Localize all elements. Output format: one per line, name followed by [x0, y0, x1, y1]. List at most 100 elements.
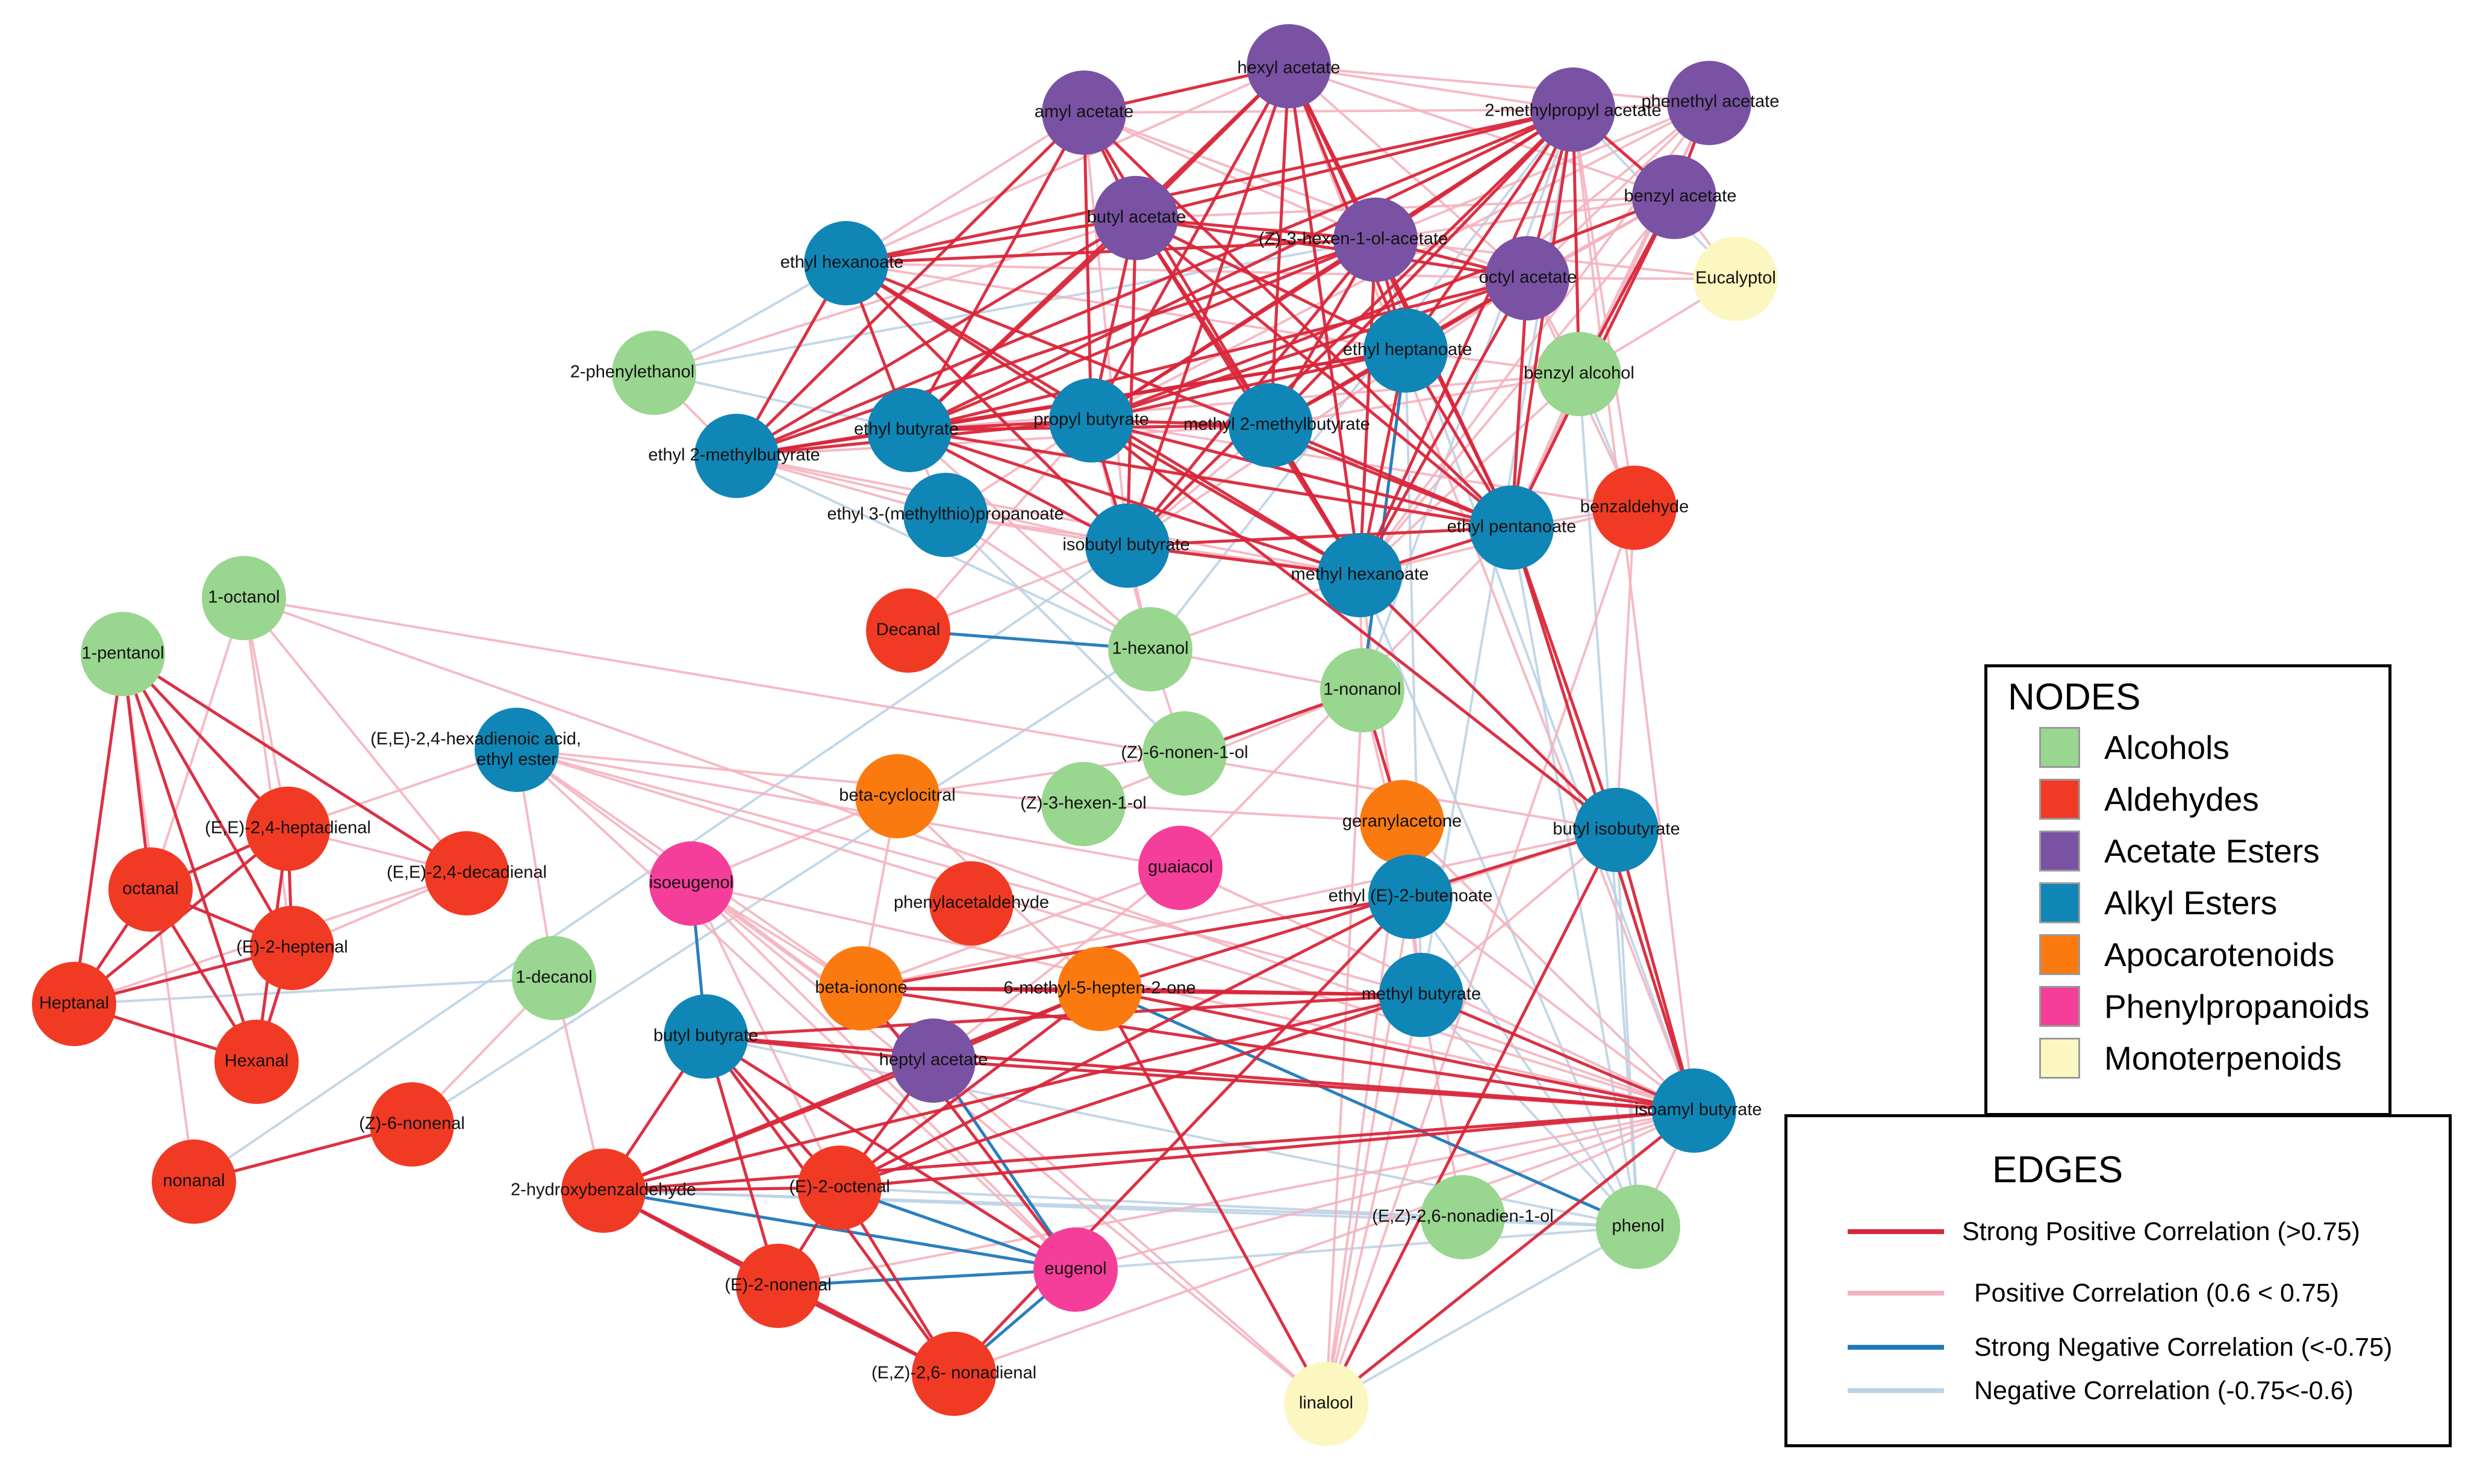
node-guaiacol: guaiacol: [1138, 826, 1223, 910]
node-1-decanol: 1-decanol: [512, 936, 596, 1020]
node-nonanal: nonanal: [152, 1140, 236, 1224]
edge-e2-nonenal--eugenol: [777, 1268, 1076, 1288]
node-label-eugenol: eugenol: [1044, 1259, 1106, 1279]
node-circle-methyl-butyrate: [1379, 953, 1463, 1037]
edge-2-methylpropyl-acetate--ethyl-hexanoate: [846, 108, 1574, 265]
edge-butyl-isobutyrate--methyl-hexanoate: [1359, 574, 1618, 831]
node-methyl-2-methylbutyrate: methyl 2-methylbutyrate: [1183, 383, 1370, 467]
node-ethyl-2-methylbutyrate: ethyl 2-methylbutyrate: [648, 414, 820, 498]
node-circle-e2-heptenal: [250, 906, 334, 990]
node-label-methyl-2-methylbutyrate: methyl 2-methylbutyrate: [1183, 415, 1369, 434]
node-2-phenylethanol: 2-phenylethanol: [570, 331, 696, 415]
edge-linalool--benzaldehyde: [1325, 507, 1636, 1404]
edge-z3-hexen-1-ol-acetate--phenethyl-acetate: [1375, 102, 1710, 241]
node-label-ethyl-butyrate: ethyl butyrate: [854, 420, 959, 439]
edge-ee-24-hexadienoic-acid-ethyl-ester--guaiacol: [516, 749, 1181, 869]
legend-swatch-alkyl: [2039, 882, 2080, 923]
edge-z3-hexen-1-ol--geranylacetone: [1083, 803, 1403, 823]
legend-edge-sample-strong_pos: [1848, 1229, 1944, 1234]
node-label-1-hexanol: 1-hexanol: [1112, 639, 1188, 658]
edge-ethyl-2-methylbutyrate--methyl-hexanoate: [736, 455, 1360, 576]
edge-propyl-butyrate--octyl-acetate: [1091, 276, 1528, 422]
legend-swatch-monoterpenoid: [2039, 1038, 2080, 1079]
legend-swatch-apocarotenoid: [2039, 934, 2080, 975]
edges-legend-title: EDGES: [1992, 1149, 2123, 1191]
edge-ez-26-nonadienal--ethyl-e2-butenoate: [953, 896, 1412, 1375]
node-hexanal: Hexanal: [214, 1020, 299, 1104]
node-e2-octenal: (E)-2-octenal: [789, 1146, 890, 1230]
edge-e2-octenal--ethyl-e2-butenoate: [838, 895, 1412, 1189]
node-label-ee-24-decadienal: (E,E)-2,4-decadienal: [387, 863, 547, 882]
node-label-2-methylpropyl-acetate: 2-methylpropyl acetate: [1485, 101, 1661, 120]
edge-isobutyl-butyrate--octyl-acetate: [1126, 277, 1528, 547]
node-label-ethyl-2-methylbutyrate: ethyl 2-methylbutyrate: [648, 446, 820, 465]
node-circle-ethyl-e2-butenoate: [1368, 855, 1453, 939]
edge-propyl-butyrate--amyl-acetate: [1082, 112, 1093, 421]
node-ethyl-butyrate: ethyl butyrate: [854, 388, 959, 472]
node-ethyl-e2-butenoate: ethyl (E)-2-butenoate: [1329, 855, 1492, 939]
node-circle-benzyl-alcohol: [1537, 332, 1621, 416]
edge-butyl-butyrate--methyl-butyrate: [705, 993, 1422, 1038]
node-circle-ethyl-butyrate: [867, 388, 952, 472]
node-heptyl-acetate: heptyl acetate: [879, 1018, 988, 1103]
edge-1-hexanol--ethyl-butyrate: [908, 429, 1151, 650]
node-label-ethyl-heptanoate: ethyl heptanoate: [1343, 340, 1472, 360]
node-circle-1-pentanol: [81, 612, 165, 696]
node-circle-z6-nonen-1-ol: [1142, 711, 1227, 796]
node-butyl-acetate: butyl acetate: [1087, 176, 1186, 260]
edge-butyl-isobutyrate--ethyl-pentanoate: [1510, 527, 1618, 831]
legend-edge-label: Strong Negative Correlation (<-0.75): [1974, 1332, 2393, 1362]
node-ez-26-nonadien-1-ol: (E,Z)-2,6-nonadien-1-ol: [1372, 1175, 1554, 1259]
edge-butyl-butyrate--eugenol: [705, 1035, 1077, 1271]
node-ee-24-decadienal: (E,E)-2,4-decadienal: [387, 831, 547, 915]
node-circle-eucalyptol: [1693, 237, 1778, 321]
node-label-1-nonanol: 1-nonanol: [1324, 680, 1401, 699]
node-label-butyl-acetate: butyl acetate: [1087, 208, 1186, 227]
edge-e2-octenal--methyl-butyrate: [839, 993, 1422, 1189]
edge-1-octanol--ee-24-decadienal: [243, 597, 468, 874]
node-circle-ethyl-heptanoate: [1363, 308, 1448, 393]
node-circle-2-phenylethanol: [612, 331, 696, 415]
legend-node-label: Monoterpenoids: [2104, 1040, 2342, 1077]
node-circle-methyl-2-methylbutyrate: [1229, 383, 1313, 467]
legend-edge-label: Strong Positive Correlation (>0.75): [1962, 1217, 2360, 1246]
node-circle-phenylacetaldehyde: [929, 861, 1014, 946]
node-label-methyl-butyrate: methyl butyrate: [1362, 985, 1481, 1004]
node-label-heptanal: Heptanal: [39, 994, 109, 1013]
node-label-ez-26-nonadienal: (E,Z)-2,6- nonadienal: [871, 1364, 1036, 1383]
node-ethyl-heptanoate: ethyl heptanoate: [1343, 308, 1472, 393]
edge-heptyl-acetate--isoamyl-butyrate: [933, 1059, 1695, 1112]
edge-1-pentanol--ee-24-decadienal: [122, 652, 468, 875]
node-z3-hexen-1-ol-acetate: (Z)-3-hexen-1-ol-acetate: [1259, 198, 1448, 282]
legend-edge-item-pos: Positive Correlation (0.6 < 0.75): [1848, 1275, 2339, 1311]
node-ethyl-hexanoate: ethyl hexanoate: [780, 221, 903, 305]
node-propyl-butyrate: propyl butyrate: [1033, 378, 1149, 463]
node-label-isoeugenol: isoeugenol: [649, 873, 734, 893]
node-circle-ethyl-3-methylthiopropanoate: [903, 473, 988, 557]
node-amyl-acetate: amyl acetate: [1035, 70, 1133, 155]
edge-ethyl-2-methylbutyrate--2-methylpropyl-acetate: [736, 108, 1574, 458]
legend-node-label: Alkyl Esters: [2104, 884, 2278, 921]
node-circle-1-decanol: [512, 936, 596, 1020]
edge-phenol--ethyl-pentanoate: [1510, 527, 1639, 1227]
node-label-decanal: Decanal: [876, 620, 940, 640]
edge-butyl-isobutyrate--isoamyl-butyrate: [1615, 829, 1696, 1111]
node-circle-hexanal: [214, 1020, 299, 1104]
node-heptanal: Heptanal: [32, 962, 116, 1046]
node-ethyl-pentanoate: ethyl pentanoate: [1447, 485, 1576, 570]
node-ez-26-nonadienal: (E,Z)-2,6- nonadienal: [871, 1332, 1036, 1416]
node-circle-nonanal: [152, 1140, 236, 1224]
node-circle-ee-24-hexadienoic-acid-ethyl-ester: [475, 708, 559, 792]
legend-swatch-alcohol: [2039, 727, 2080, 768]
node-circle-e2-nonenal: [736, 1244, 820, 1328]
node-butyl-isobutyrate: butyl isobutyrate: [1553, 788, 1680, 872]
edge-1-decanol--heptanal: [73, 977, 555, 1005]
node-circle-benzaldehyde: [1592, 466, 1677, 550]
node-label-ez-26-nonadien-1-ol: (E,Z)-2,6-nonadien-1-ol: [1372, 1207, 1553, 1226]
node-circle-z6-nonenal: [370, 1082, 454, 1167]
edge-2-phenylethanol--ethyl-butyrate: [653, 372, 910, 431]
node-circle-beta-cyclocitral: [855, 754, 939, 838]
edge-2-hydroxybenzaldehyde--eugenol: [603, 1189, 1076, 1271]
edge-methyl-hexanoate--octyl-acetate: [1358, 277, 1529, 576]
